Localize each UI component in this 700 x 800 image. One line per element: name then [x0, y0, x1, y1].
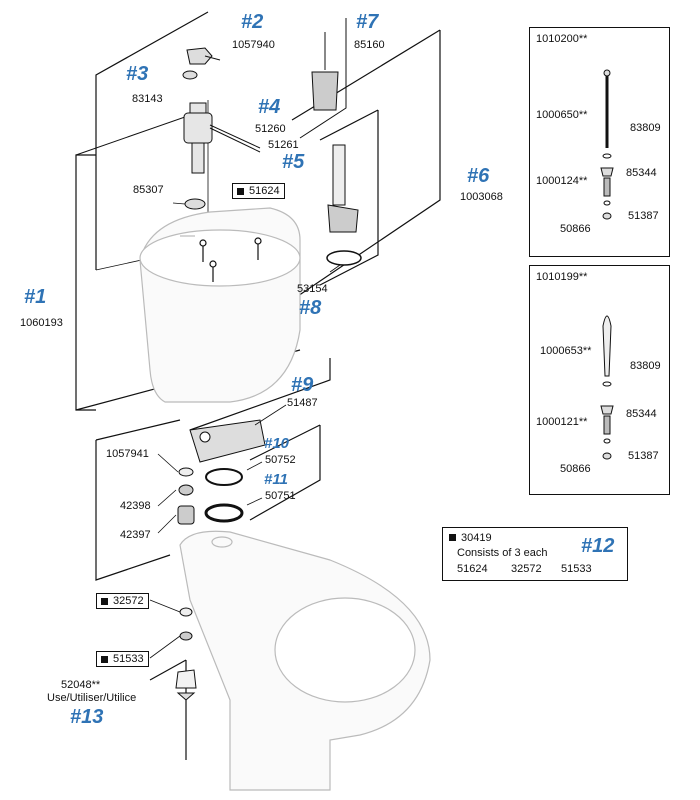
flapper-chain — [311, 32, 339, 111]
gasket-10 — [205, 468, 243, 486]
box-a-nut: 50866 — [560, 223, 591, 235]
callout-6: #6 — [467, 165, 490, 187]
part-42397: 42397 — [120, 529, 151, 541]
nut-51533 — [179, 631, 193, 641]
bracket-1 — [75, 154, 96, 411]
part-85307: 85307 — [133, 184, 164, 196]
callout-4: #4 — [258, 96, 281, 118]
box-a-washer: 83809 — [630, 122, 661, 134]
callout-3: #3 — [126, 63, 149, 85]
box-b-seal: 1000121** — [536, 416, 588, 428]
box-b-title: 1010199** — [536, 271, 588, 283]
gasket-11 — [204, 503, 244, 523]
kit-box-12: 30419 Consists of 3 each #12 51624 32572… — [442, 527, 628, 581]
box-a-spacer: 51387 — [628, 210, 659, 222]
kit-item: 51624 — [457, 563, 488, 575]
bolt-cap-13 — [175, 669, 197, 689]
box-b-washer: 83809 — [630, 360, 661, 372]
part-53154: 53154 — [297, 283, 328, 295]
part-1057940: 1057940 — [232, 39, 275, 51]
tag-51624: 51624 — [232, 183, 285, 199]
fill-valve — [183, 102, 261, 174]
callout-11: #11 — [264, 471, 288, 488]
box-a-cap: 85344 — [626, 167, 657, 179]
kit-description: Consists of 3 each — [457, 547, 548, 559]
toilet-bowl — [179, 530, 431, 791]
callout-12: #12 — [581, 535, 615, 557]
use-note: Use/Utiliser/Utilice — [47, 692, 137, 704]
callout-2: #2 — [241, 11, 264, 33]
parts-box-1010199: 1010199** 1000653** 83809 85344 1000121*… — [529, 265, 670, 495]
callout-9: #9 — [291, 374, 314, 396]
part-85160: 85160 — [354, 39, 385, 51]
part-52048: 52048** — [61, 679, 101, 691]
washer-42398 — [178, 484, 194, 496]
callout-13: #13 — [70, 706, 104, 728]
washer-1057941 — [178, 467, 194, 477]
callout-5: #5 — [282, 151, 305, 173]
tank-screws — [199, 237, 262, 282]
flush-valve — [327, 144, 359, 233]
box-b-cap: 85344 — [626, 408, 657, 420]
callout-1: #1 — [24, 286, 47, 308]
part-50752: 50752 — [265, 454, 296, 466]
part-51261: 51261 — [268, 139, 299, 151]
part-51487: 51487 — [287, 397, 318, 409]
parts-box-1010200: 1010200** 1000650** 83809 85344 1000124*… — [529, 27, 670, 257]
box-b-nut: 50866 — [560, 463, 591, 475]
nut-42397 — [177, 505, 195, 525]
callout-10: #10 — [264, 435, 290, 452]
box-b-drawing — [600, 315, 614, 460]
tag-32572: 32572 — [96, 593, 149, 609]
box-b-rod: 1000653** — [540, 345, 592, 357]
part-50751: 50751 — [265, 490, 296, 502]
part-1003068: 1003068 — [460, 191, 503, 203]
box-a-rod: 1000650** — [536, 109, 588, 121]
box-a-seal: 1000124** — [536, 175, 588, 187]
tag-51533: 51533 — [96, 651, 149, 667]
kit-number: 30419 — [449, 533, 492, 544]
callout-8: #8 — [299, 297, 322, 319]
part-1057941: 1057941 — [106, 448, 149, 460]
part-51260: 51260 — [255, 123, 286, 135]
box-b-spacer: 51387 — [628, 450, 659, 462]
kit-item: 32572 — [511, 563, 542, 575]
box-a-title: 1010200** — [536, 33, 588, 45]
trip-lever — [186, 47, 221, 65]
tank-to-bowl-plate — [189, 419, 266, 463]
part-42398: 42398 — [120, 500, 151, 512]
bracket-2-3 — [95, 11, 209, 270]
part-83143: 83143 — [132, 93, 163, 105]
fill-valve-nut — [184, 198, 206, 210]
toilet-tank — [139, 207, 301, 403]
washer-32572 — [179, 607, 193, 617]
callout-7: #7 — [356, 11, 379, 33]
box-a-drawing — [600, 69, 614, 220]
flush-valve-washer — [326, 250, 362, 266]
kit-item: 51533 — [561, 563, 592, 575]
lever-nut — [182, 70, 198, 80]
part-1060193: 1060193 — [20, 317, 63, 329]
